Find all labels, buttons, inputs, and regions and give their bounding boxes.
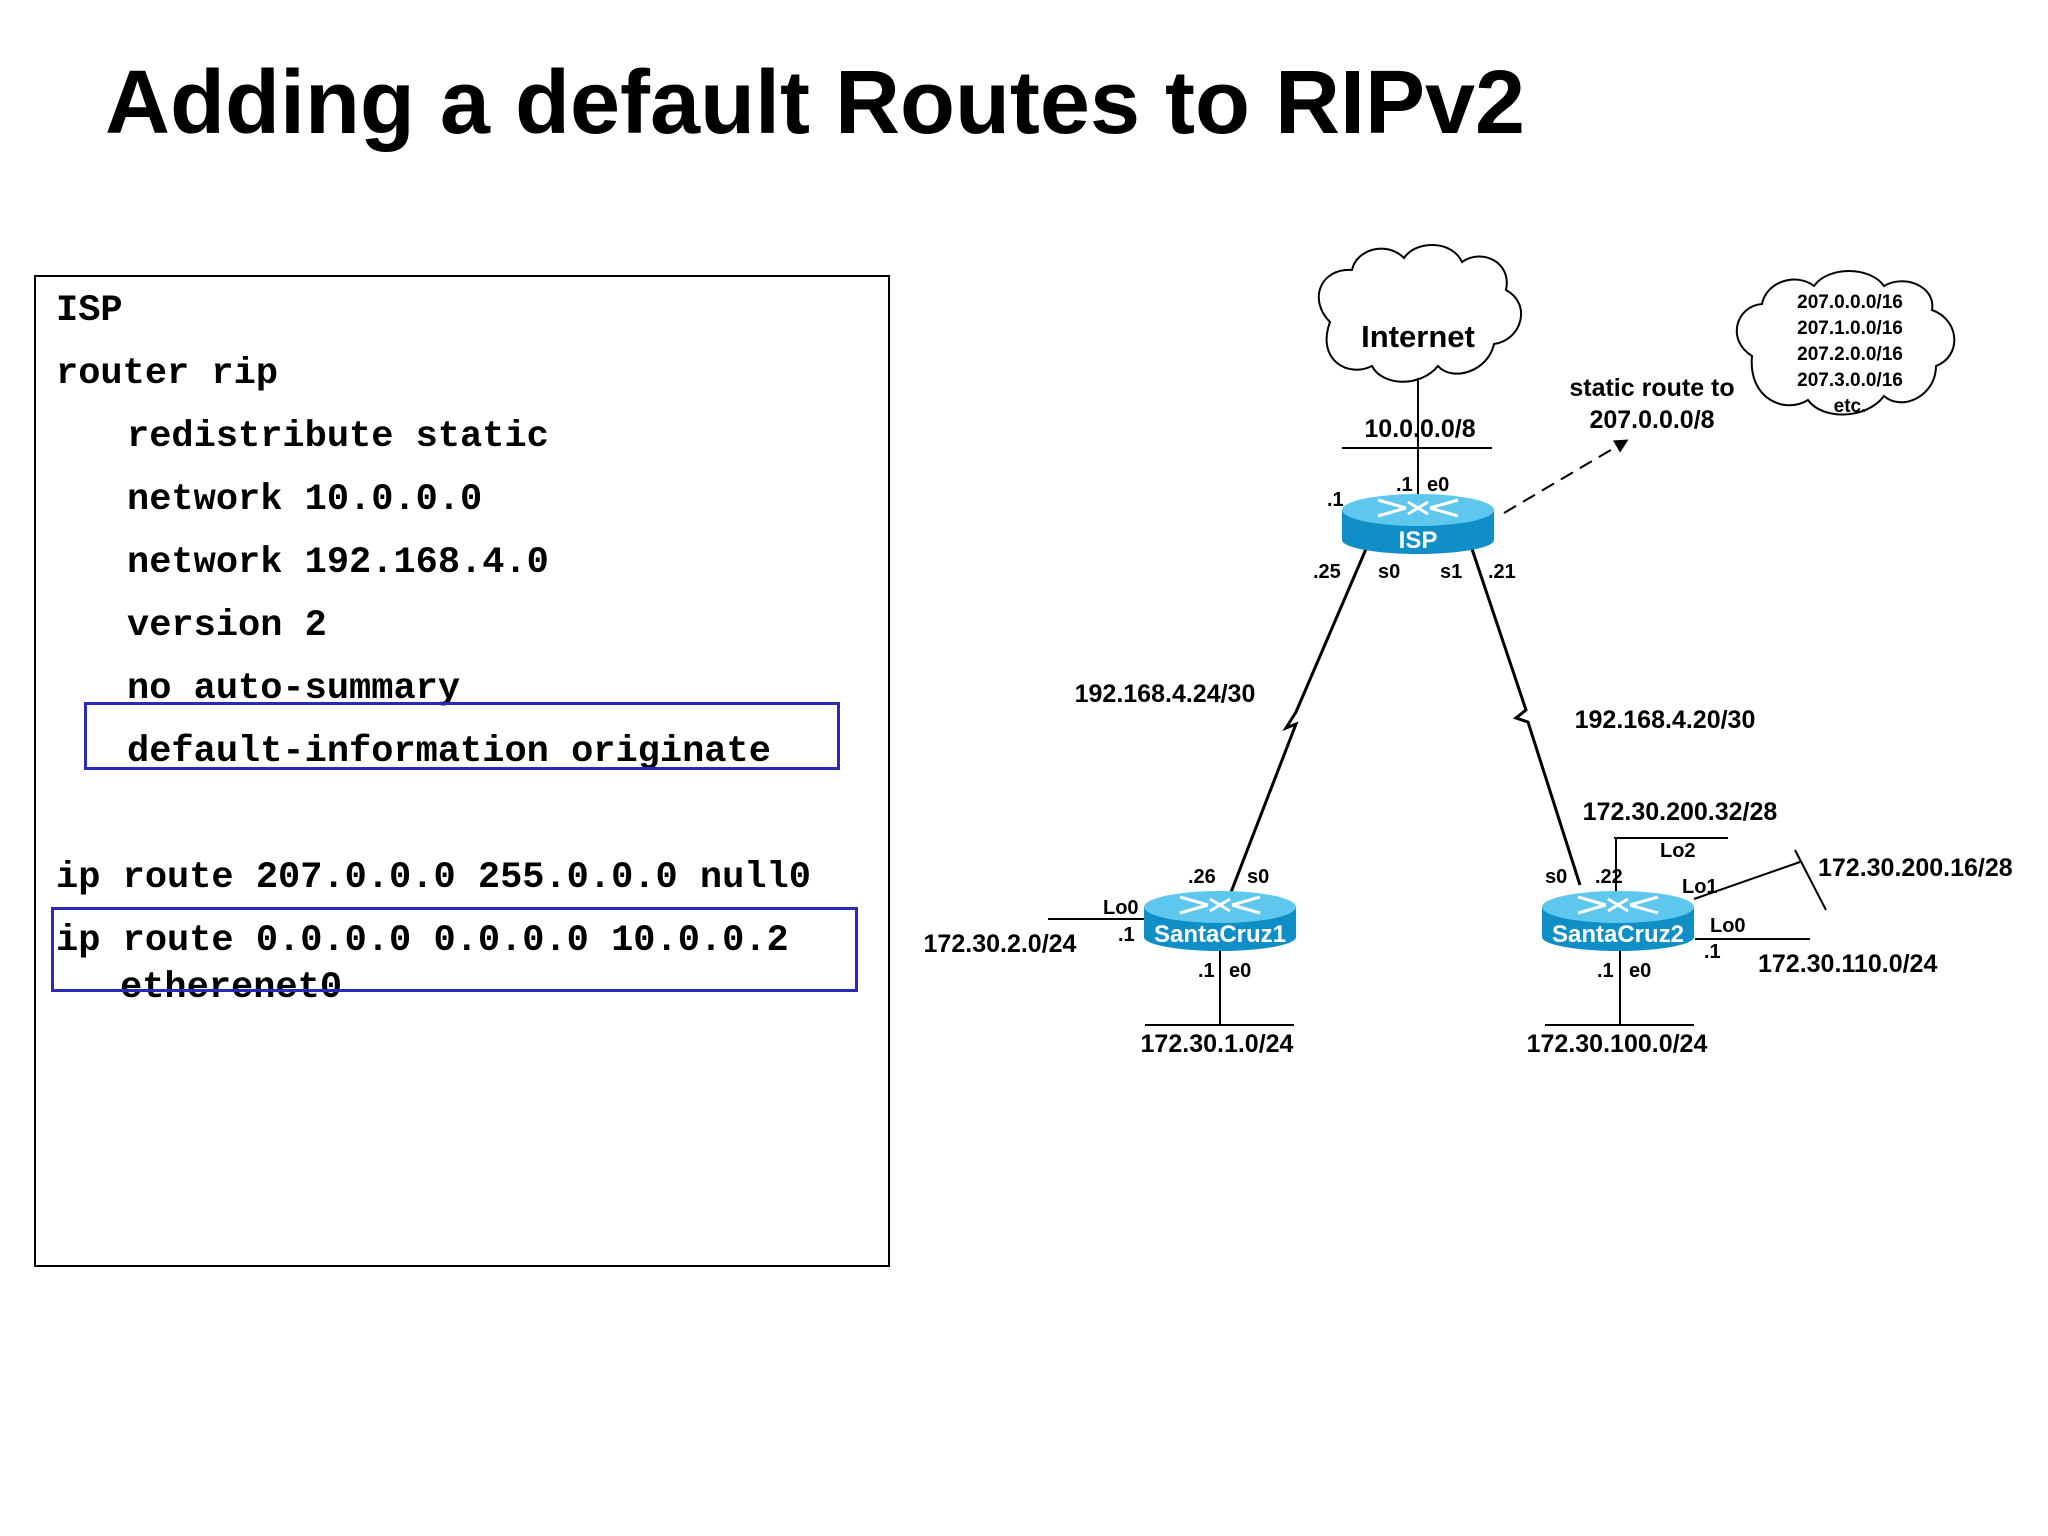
isp-e0-address: .1	[1396, 474, 1413, 496]
isp-left-address: .1	[1327, 489, 1344, 511]
santacruz1-router-icon	[1144, 891, 1296, 951]
cloud-network-etc: etc.	[1834, 396, 1867, 417]
isp-s0-address: .25	[1313, 561, 1341, 583]
config-line-network-192: network 192.168.4.0	[127, 542, 549, 584]
internet-label: Internet	[1361, 319, 1475, 354]
config-line-isp: ISP	[56, 290, 123, 332]
santacruz2-router-icon	[1542, 891, 1694, 951]
highlight-default-route	[51, 907, 858, 992]
cloud-network-207-2: 207.2.0.0/16	[1797, 344, 1903, 365]
isp-s1-label: s1	[1440, 561, 1462, 583]
config-line-version: version 2	[127, 605, 327, 647]
cloud-network-207-1: 207.1.0.0/16	[1797, 318, 1903, 339]
config-line-redistribute: redistribute static	[127, 416, 549, 458]
config-line-ethernet: etherenet0	[120, 967, 343, 1009]
isp-lan-network-label: 10.0.0.0/8	[1364, 415, 1475, 443]
sc2-s0-address: .22	[1595, 866, 1623, 888]
isp-router-icon	[1342, 494, 1494, 554]
sc2-e0-network-label: 172.30.100.0/24	[1527, 1030, 1708, 1058]
sc1-e0-address: .1	[1198, 960, 1215, 982]
config-line-ip-route-default: ip route 0.0.0.0 0.0.0.0 10.0.0.2	[56, 920, 789, 962]
sc2-e0-label: e0	[1629, 960, 1651, 982]
sc2-s0-label: s0	[1545, 866, 1567, 888]
left-link-network-label: 192.168.4.24/30	[1075, 680, 1256, 708]
sc1-s0-address: .26	[1188, 866, 1216, 888]
cloud-network-207-0: 207.0.0.0/16	[1797, 292, 1903, 313]
slide-title: Adding a default Routes to RIPv2	[105, 53, 1526, 153]
config-panel	[34, 275, 890, 1267]
santacruz1-router-label: SantaCruz1	[1154, 921, 1286, 948]
highlight-default-information	[84, 702, 840, 770]
config-line-router-rip: router rip	[56, 353, 279, 395]
cloud-network-207-3: 207.3.0.0/16	[1797, 370, 1903, 391]
sc1-lo0-label: Lo0	[1103, 897, 1139, 919]
config-line-network-10: network 10.0.0.0	[127, 479, 483, 521]
static-route-label-line2: 207.0.0.0/8	[1589, 406, 1714, 434]
sc2-e0-address: .1	[1597, 960, 1614, 982]
sc1-s0-label: s0	[1247, 866, 1269, 888]
sc2-lo2-network-label: 172.30.200.32/28	[1583, 798, 1778, 826]
isp-e0-label: e0	[1427, 474, 1449, 496]
sc2-lo1-network-label: 172.30.200.16/28	[1818, 854, 2013, 882]
sc1-lo0-address: .1	[1118, 924, 1135, 946]
external-networks-cloud	[1735, 270, 1956, 416]
sc1-lo0-network-label: 172.30.2.0/24	[924, 930, 1077, 958]
isp-s0-label: s0	[1378, 561, 1400, 583]
serial-link-left	[1226, 548, 1368, 901]
config-line-default-info: default-information originate	[127, 731, 771, 773]
config-line-ip-route-null: ip route 207.0.0.0 255.0.0.0 null0	[56, 857, 811, 899]
sc2-lo2-label: Lo2	[1660, 840, 1696, 862]
sc2-lo1-label: Lo1	[1682, 876, 1718, 898]
sc2-lo1-line	[1693, 861, 1801, 900]
right-link-network-label: 192.168.4.20/30	[1575, 706, 1756, 734]
isp-router-label: ISP	[1399, 527, 1438, 554]
sc1-e0-label: e0	[1229, 960, 1251, 982]
static-route-arrow	[1503, 439, 1629, 514]
internet-cloud	[1318, 244, 1523, 383]
isp-s1-address: .21	[1488, 561, 1516, 583]
sc2-lo0-label: Lo0	[1710, 915, 1746, 937]
santacruz2-router-label: SantaCruz2	[1552, 921, 1684, 948]
sc2-lo0-network-label: 172.30.110.0/24	[1758, 950, 1937, 978]
static-route-label-line1: static route to	[1569, 374, 1734, 402]
sc2-lo0-address: .1	[1704, 941, 1721, 963]
sc2-lo1-segment	[1794, 849, 1827, 911]
sc1-e0-network-label: 172.30.1.0/24	[1141, 1030, 1294, 1058]
serial-link-right	[1470, 548, 1582, 886]
